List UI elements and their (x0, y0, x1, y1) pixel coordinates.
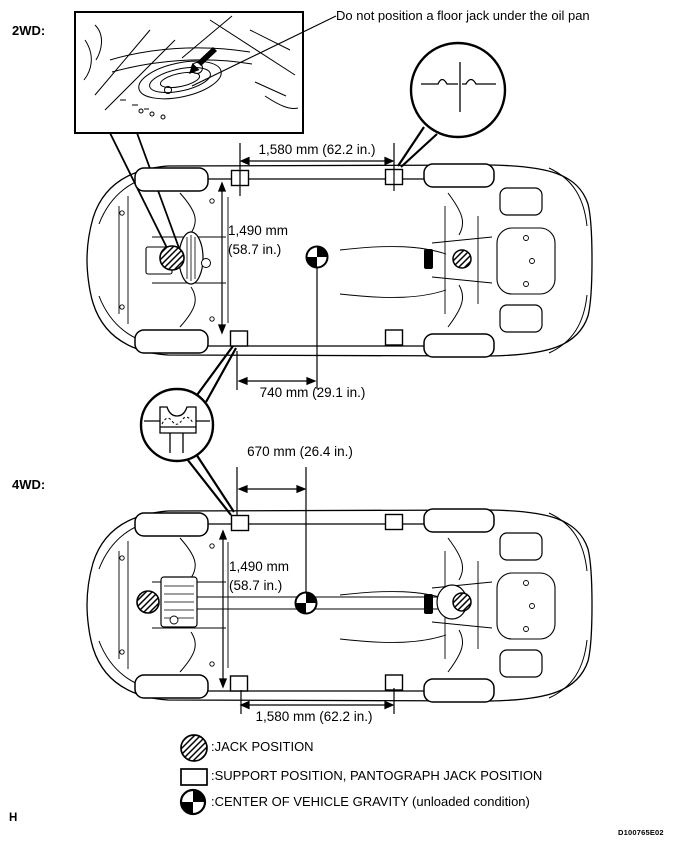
dimension-label-cg-distance-4wd: 670 mm (26.4 in.) (247, 444, 353, 459)
dimension-value-mm: 1,490 mm (229, 559, 290, 574)
jack-position-symbol (452, 249, 472, 269)
legend-symbols (179, 734, 208, 816)
legend-item-center-of-gravity: :CENTER OF VEHICLE GRAVITY (unloaded con… (211, 794, 530, 809)
dimension-label-front-support-span-2wd: 1,580 mm (62.2 in.) (258, 142, 376, 157)
jack-position-icon (180, 734, 208, 762)
car-underbody-2wd-details (145, 231, 472, 285)
section-label-2wd: 2WD: (12, 23, 46, 38)
dimension-support-width-2wd (217, 181, 227, 335)
section-label-4wd: 4WD: (12, 477, 46, 492)
oil-pan-detail-inset (74, 11, 304, 251)
jack-position-symbol (136, 590, 160, 614)
center-of-gravity-symbol (294, 591, 318, 615)
oil-pan-arrow-icon (189, 47, 217, 74)
figure-code: D100765E02 (618, 828, 664, 837)
dimension-label-support-width-2wd: 1,490 mm (58.7 in.) (228, 221, 288, 259)
dimension-front-support-span-2wd (239, 143, 395, 196)
pantograph-jack-icon (144, 406, 210, 453)
dimension-support-width-4wd (218, 529, 228, 689)
dimension-cg-distance-2wd (236, 268, 318, 390)
dimension-label-rear-support-span-4wd: 1,580 mm (62.2 in.) (255, 709, 373, 724)
page-marker: H (9, 812, 18, 824)
support-profile-icon (421, 62, 496, 112)
dimension-rear-support-span-4wd (239, 688, 395, 714)
jack-position-symbol (452, 592, 472, 612)
center-of-gravity-icon (179, 788, 207, 816)
support-position-icon (180, 768, 208, 786)
pantograph-jack-callout (139, 345, 237, 516)
dimension-label-cg-distance-2wd: 740 mm (29.1 in.) (259, 385, 366, 400)
dimension-value-in: (58.7 in.) (228, 242, 282, 257)
legend-item-support-position: :SUPPORT POSITION, PANTOGRAPH JACK POSIT… (211, 768, 543, 783)
legend-item-jack-position: :JACK POSITION (211, 739, 314, 754)
floor-jack-warning-note: Do not position a floor jack under the o… (336, 8, 590, 23)
car-underbody-4wd-details (136, 576, 472, 628)
support-profile-callout (397, 41, 507, 168)
dimension-label-support-width-4wd: 1,490 mm (58.7 in.) (229, 557, 289, 595)
dimension-value-in: (58.7 in.) (229, 578, 283, 593)
jack-position-symbol (159, 245, 185, 271)
warning-leader-line (191, 15, 337, 87)
dimension-cg-distance-4wd (236, 467, 307, 592)
center-of-gravity-symbol (305, 245, 329, 269)
dimension-value-mm: 1,490 mm (228, 223, 289, 238)
